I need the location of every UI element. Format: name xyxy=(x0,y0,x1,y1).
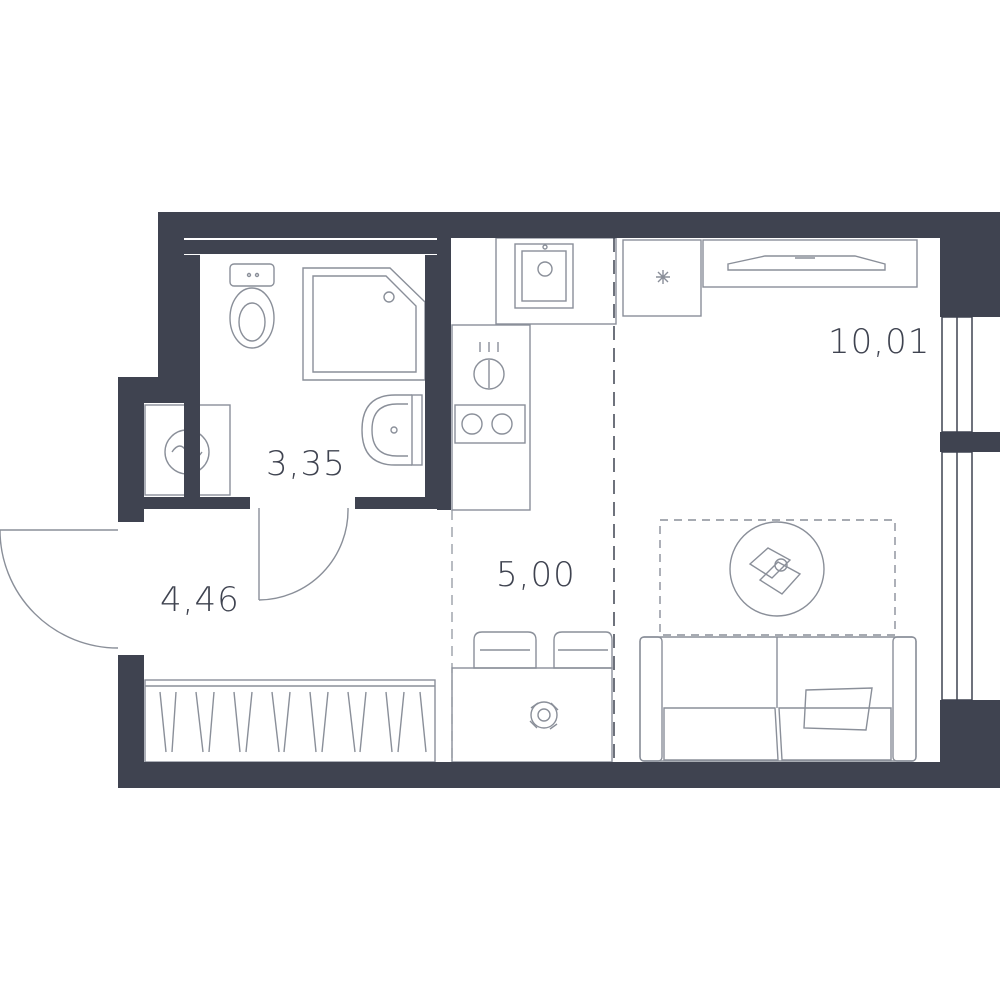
chair-icon xyxy=(553,631,613,669)
kitchen-area-label: 5,00 xyxy=(496,555,576,595)
hood-icon xyxy=(473,342,505,390)
dining-table-icon xyxy=(451,667,613,763)
toilet-icon xyxy=(229,263,275,349)
living-area-label: 10,01 xyxy=(828,322,931,362)
window-icon xyxy=(941,316,973,701)
fridge-icon xyxy=(622,239,702,317)
coffee-table-icon xyxy=(729,521,825,617)
washbasin-icon xyxy=(361,394,423,466)
entrance-door-icon xyxy=(0,529,119,649)
bathroom-area-label: 3,35 xyxy=(266,444,346,484)
chair-icon xyxy=(473,631,537,669)
shower-tray-icon xyxy=(302,267,426,381)
wardrobe-icon xyxy=(144,679,436,763)
hallway-area-label: 4,46 xyxy=(160,580,240,620)
tv-icon xyxy=(702,239,918,288)
stove-icon xyxy=(454,404,526,444)
bathroom-door-icon xyxy=(258,507,349,601)
kitchen-sink-icon xyxy=(514,243,574,309)
rug-outline xyxy=(659,519,896,636)
sofa-icon xyxy=(639,636,917,762)
